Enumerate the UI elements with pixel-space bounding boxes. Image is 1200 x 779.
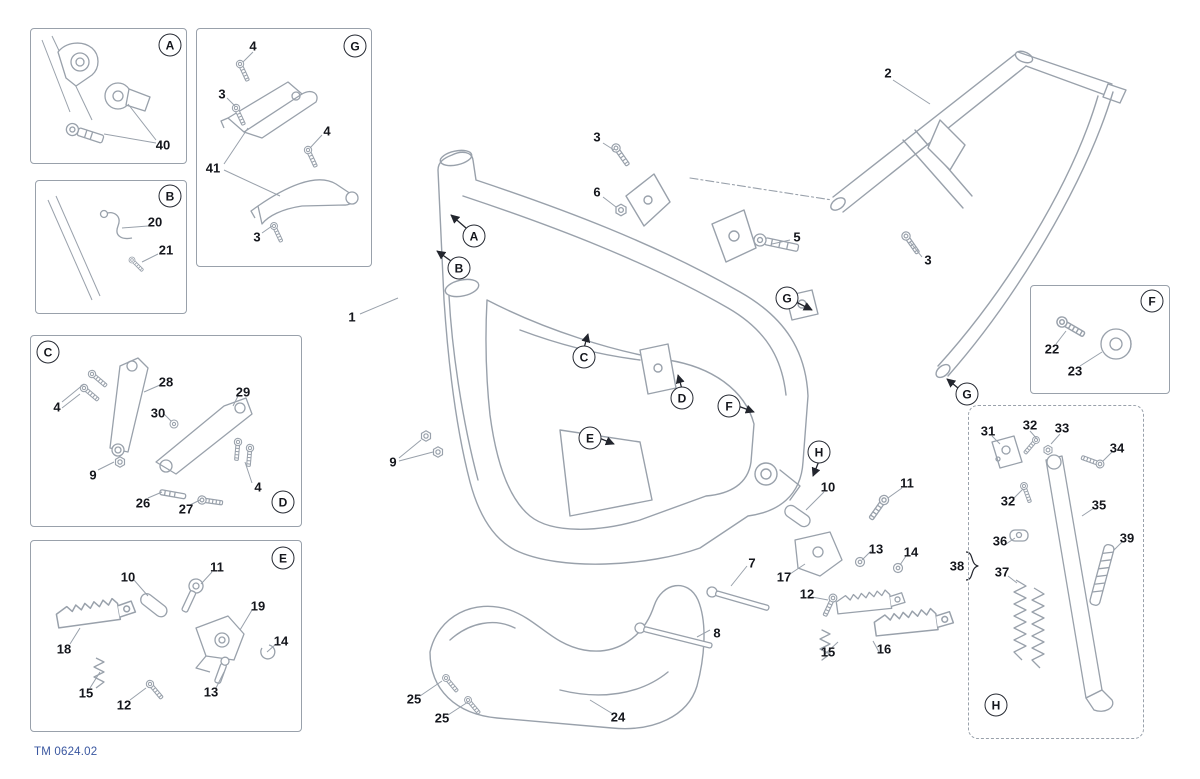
detail-letter-badge-g: G	[343, 34, 367, 58]
part-number-callout-8: 8	[713, 625, 721, 641]
part-number-callout-28: 28	[158, 374, 174, 390]
part-number-callout-35: 35	[1091, 497, 1107, 513]
detail-g-parts	[220, 51, 359, 244]
frame-fastener-illustrations	[420, 141, 922, 716]
part-number-callout-15: 15	[820, 644, 836, 660]
part-number-callout-1: 1	[348, 309, 356, 325]
part-number-callout-4: 4	[249, 38, 257, 54]
part-number-callout-11: 11	[210, 559, 224, 575]
part-number-callout-25: 25	[434, 710, 450, 726]
part-number-callout-16: 16	[876, 641, 892, 657]
detail-box-e	[30, 540, 302, 732]
part-number-callout-6: 6	[593, 184, 601, 200]
part-number-callout-32: 32	[1000, 493, 1016, 509]
part-number-callout-34: 34	[1109, 440, 1125, 456]
detail-letter-badge-d: D	[670, 386, 694, 410]
detail-letter-badge-c: C	[572, 345, 596, 369]
part-number-callout-4: 4	[53, 399, 61, 415]
footpeg-assembly-illustration	[784, 492, 955, 661]
part-number-callout-33: 33	[1054, 420, 1070, 436]
part-number-callout-12: 12	[116, 697, 132, 713]
part-number-callout-21: 21	[158, 242, 174, 258]
part-number-callout-37: 37	[994, 564, 1010, 580]
part-number-callout-39: 39	[1119, 530, 1135, 546]
part-number-callout-41: 41	[205, 160, 221, 176]
part-number-callout-22: 22	[1044, 341, 1060, 357]
detail-letter-badge-f: F	[1140, 289, 1164, 313]
detail-letter-badge-h: H	[984, 693, 1008, 717]
part-number-callout-25: 25	[406, 691, 422, 707]
detail-letter-badge-b: B	[447, 256, 471, 280]
leader-lines	[359, 79, 931, 716]
part-number-callout-12: 12	[799, 586, 815, 602]
part-number-callout-38: 38	[949, 558, 965, 574]
detail-letter-badge-d: D	[271, 490, 295, 514]
detail-b-parts	[47, 195, 159, 301]
part-number-callout-10: 10	[820, 479, 836, 495]
detail-letter-badge-e: E	[578, 426, 602, 450]
part-number-callout-29: 29	[235, 384, 251, 400]
part-number-callout-10: 10	[120, 569, 136, 585]
part-number-callout-13: 13	[203, 684, 219, 700]
part-number-callout-18: 18	[56, 641, 72, 657]
part-number-callout-20: 20	[147, 214, 163, 230]
detail-letter-badge-a: A	[158, 33, 182, 57]
part-number-callout-5: 5	[793, 229, 801, 245]
detail-letter-badge-h: H	[807, 440, 831, 464]
part-number-callout-9: 9	[389, 454, 397, 470]
document-code: TM 0624.02	[34, 746, 98, 758]
part-number-callout-19: 19	[250, 598, 266, 614]
part-number-callout-30: 30	[150, 405, 166, 421]
part-number-callout-2: 2	[884, 65, 892, 81]
detail-letter-badge-g: G	[775, 286, 799, 310]
detail-e-parts	[54, 571, 277, 701]
detail-c-d-parts	[61, 357, 255, 508]
letter-callout-arrows	[436, 214, 959, 477]
detail-f-parts	[1054, 314, 1132, 367]
skid-plate-illustration	[429, 584, 705, 730]
detail-letter-badge-c: C	[36, 340, 60, 364]
part-number-callout-3: 3	[924, 252, 932, 268]
part-number-callout-23: 23	[1067, 363, 1083, 379]
part-number-callout-3: 3	[593, 129, 601, 145]
part-number-callout-4: 4	[323, 123, 331, 139]
subframe-illustration	[830, 50, 1127, 379]
part-number-callout-13: 13	[868, 541, 884, 557]
part-number-callout-3: 3	[218, 86, 226, 102]
part-number-callout-7: 7	[748, 555, 756, 571]
part-number-callout-9: 9	[89, 467, 97, 483]
part-number-callout-17: 17	[776, 569, 792, 585]
detail-box-c-d	[30, 335, 302, 527]
part-number-callout-31: 31	[980, 423, 996, 439]
part-number-callout-14: 14	[903, 544, 919, 560]
part-number-callout-27: 27	[178, 501, 194, 517]
detail-a-parts	[41, 35, 157, 144]
part-number-callout-11: 11	[900, 475, 914, 491]
part-number-callout-15: 15	[78, 685, 94, 701]
part-number-callout-24: 24	[610, 709, 626, 725]
detail-letter-badge-b: B	[158, 184, 182, 208]
part-number-callout-36: 36	[992, 533, 1008, 549]
part-number-callout-3: 3	[253, 229, 261, 245]
part-number-callout-4: 4	[254, 479, 262, 495]
part-number-callout-14: 14	[273, 633, 289, 649]
detail-h-parts	[965, 430, 1123, 712]
detail-box-g	[196, 28, 372, 267]
part-number-callout-26: 26	[135, 495, 151, 511]
detail-letter-badge-a: A	[462, 224, 486, 248]
part-number-callout-32: 32	[1022, 417, 1038, 433]
detail-letter-badge-g: G	[955, 382, 979, 406]
detail-letter-badge-e: E	[271, 546, 295, 570]
part-number-callout-40: 40	[155, 137, 171, 153]
detail-letter-badge-f: F	[717, 394, 741, 418]
